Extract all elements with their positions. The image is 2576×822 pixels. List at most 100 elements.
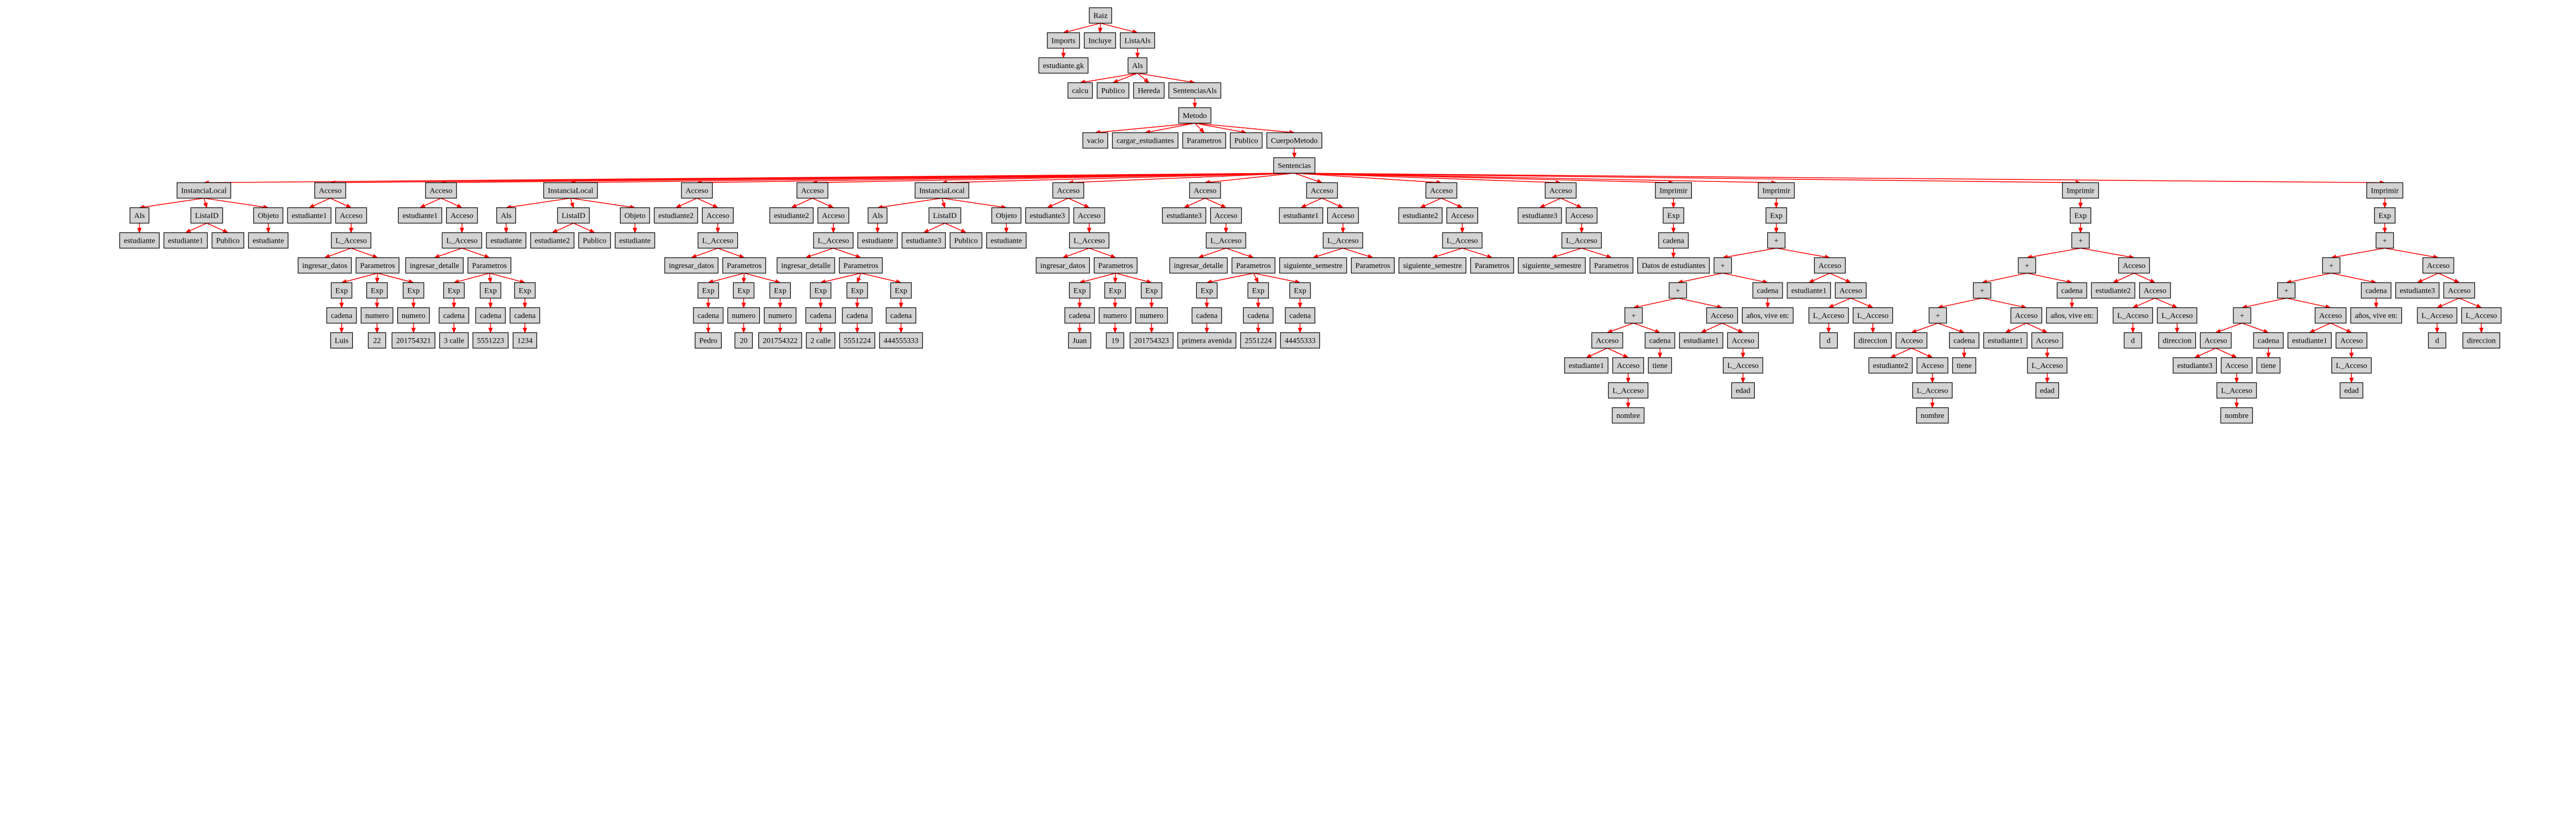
node-box: [425, 182, 457, 199]
tree-node-acceso: Acceso: [817, 207, 850, 224]
tree-node-estudiante2: estudiante2: [654, 207, 698, 224]
tree-edge-arrow: [1910, 323, 1938, 333]
tree-node-l-acceso: L_Acceso: [698, 232, 738, 249]
edge-line: [1099, 123, 1195, 133]
node-box: [2220, 407, 2253, 424]
arrowhead-icon: [1539, 204, 1546, 208]
tree-node-exp: Exp: [1141, 282, 1162, 299]
arrowhead-icon: [1930, 402, 1935, 409]
node-label: años, vive en:: [2355, 312, 2398, 320]
tree-node-acceso: Acceso: [1425, 182, 1458, 199]
arrowhead-icon: [487, 277, 493, 283]
tree-edge-arrow: [434, 247, 462, 258]
tree-node-estudiante3: estudiante3: [1517, 207, 1562, 224]
tree-node-acceso: Acceso: [681, 182, 713, 199]
node-box: [796, 182, 828, 199]
node-label: Acceso: [1617, 362, 1639, 370]
tree-edge-arrow: [1625, 373, 1631, 383]
node-label: direccion: [2163, 337, 2192, 345]
tree-edge-arrow: [1205, 323, 1209, 333]
tree-node-l-acceso: L_Acceso: [331, 232, 371, 249]
tree-edge-arrow: [1460, 223, 1465, 233]
edge-line: [1436, 247, 1463, 257]
tree-node-l-acceso: L_Acceso: [2216, 382, 2257, 399]
arrowhead-icon: [346, 204, 352, 208]
edge-line: [941, 198, 944, 204]
tree-edge-arrow: [341, 273, 378, 284]
edge-line: [1462, 247, 1488, 257]
tree-node-cadena: cadena: [693, 307, 724, 324]
tree-node-numero: numero: [764, 307, 796, 324]
tree-edge-arrow: [1077, 323, 1082, 333]
tree-node-l-acceso: L_Acceso: [1912, 382, 1953, 399]
node-label: numero: [402, 312, 426, 320]
node-box: [1658, 232, 1689, 249]
tree-node-acceso: Acceso: [796, 182, 828, 199]
tree-edge-arrow: [2384, 247, 2439, 259]
tree-node-publico: Publico: [950, 232, 982, 249]
node-label: estudiante3: [1166, 212, 1201, 220]
tree-edge-arrow: [1098, 23, 1103, 33]
edge-line: [795, 197, 813, 206]
node-label: estudiante1: [2292, 337, 2327, 345]
node-box: [1731, 382, 1755, 399]
node-box: [1069, 282, 1091, 299]
node-label: Acceso: [706, 212, 729, 220]
arrowhead-icon: [1112, 79, 1118, 83]
node-label: InstanciaLocal: [548, 187, 593, 195]
arrowhead-icon: [339, 303, 344, 309]
tree-edge-arrow: [487, 273, 493, 283]
node-label: Imprimir: [1659, 187, 1687, 195]
edge-line: [2026, 323, 2043, 331]
edge-line: [944, 223, 962, 231]
tree-node-l-acceso: L_Acceso: [442, 232, 482, 249]
node-label: Imprimir: [1762, 187, 1790, 195]
tree-node-sentencias: Sentencias: [1273, 157, 1316, 174]
arrowhead-icon: [739, 254, 745, 258]
edge-line: [1209, 173, 1295, 183]
node-box: [248, 232, 289, 249]
edge-line: [377, 273, 410, 282]
node-label: Als: [134, 212, 145, 220]
arrowhead-icon: [339, 328, 344, 333]
tree-node-acceso: Acceso: [425, 182, 457, 199]
tree-edge-arrow: [741, 273, 747, 283]
arrowhead-icon: [675, 204, 682, 208]
tree-node-acceso: Acceso: [1895, 332, 1927, 349]
node-box: [914, 182, 970, 199]
node-label: numero: [1140, 312, 1163, 320]
tree-node-l-acceso: L_Acceso: [813, 232, 854, 249]
node-label: 3 calle: [444, 337, 464, 345]
tree-node-parametros: Parametros: [355, 257, 400, 274]
edge-line: [2137, 297, 2156, 307]
node-box: [330, 332, 353, 349]
node-label: Parametros: [472, 262, 507, 270]
edge-line: [817, 173, 1295, 183]
tree-edge-arrow: [1774, 198, 1779, 209]
tree-edge-arrow: [137, 223, 142, 233]
tree-node-cadena: cadena: [1064, 307, 1095, 324]
tree-edge-arrow: [460, 223, 464, 233]
node-label: Publico: [216, 237, 240, 245]
tree-node-exp: Exp: [1196, 282, 1218, 299]
arrowhead-icon: [899, 303, 904, 309]
node-box: [758, 332, 802, 349]
node-box: [1669, 282, 1687, 299]
tree-edge-arrow: [2070, 298, 2074, 309]
tree-node-201754321: 201754321: [392, 332, 435, 349]
node-label: L_Acceso: [2336, 362, 2367, 370]
edge-line: [1084, 73, 1138, 82]
edge-line: [1343, 247, 1369, 257]
edge-line: [2031, 247, 2081, 258]
tree-edge-arrow: [1321, 197, 1344, 208]
tree-node-siguiente-semestre: siguiente_semestre: [1279, 257, 1347, 274]
tree-node-ingresar-datos: ingresar_datos: [664, 257, 719, 274]
arrowhead-icon: [1622, 354, 1629, 358]
arrowhead-icon: [222, 228, 229, 233]
tree-edge-arrow: [1981, 273, 2027, 284]
edge-line: [1294, 173, 1437, 183]
node-label: numero: [732, 312, 756, 320]
arrowhead-icon: [1808, 278, 1815, 283]
node-label: siguiente_semestre: [1522, 262, 1581, 270]
node-label: cadena: [1663, 237, 1684, 245]
